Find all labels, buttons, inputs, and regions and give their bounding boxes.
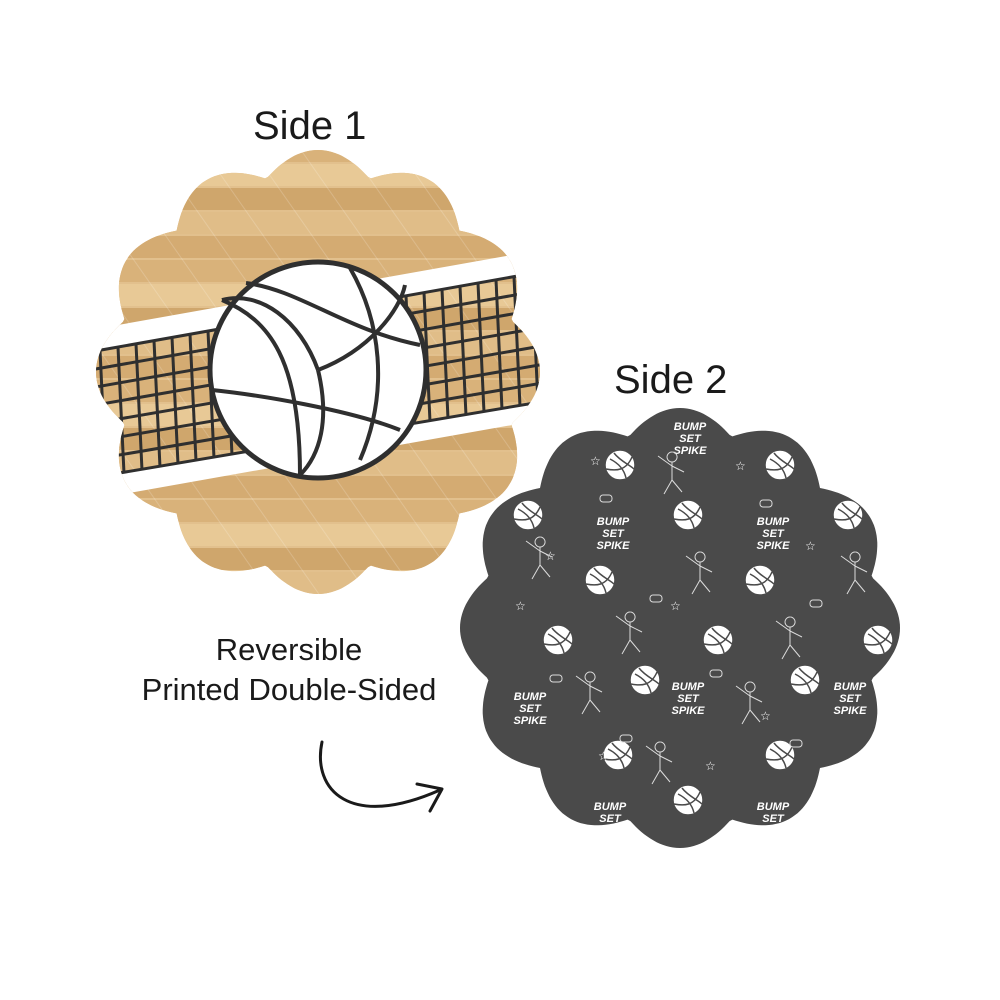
player-icon	[615, 611, 643, 655]
pattern-text: SET	[677, 693, 700, 705]
volleyball-icon	[604, 449, 636, 481]
volleyball-icon	[542, 624, 574, 656]
star-icon: ☆	[760, 709, 771, 723]
pattern-text: SPIKE	[756, 825, 790, 837]
player-icon	[775, 616, 803, 660]
player-icon	[735, 681, 763, 725]
pattern-text: SET	[762, 813, 785, 825]
whistle-icon	[619, 734, 633, 743]
volleyball-icon	[672, 784, 704, 816]
volleyball-icon	[744, 564, 776, 596]
pattern-text: SET	[762, 528, 785, 540]
pattern-text: SPIKE	[756, 540, 790, 552]
pattern-text: BUMP	[834, 681, 867, 693]
volleyball-icon	[602, 739, 634, 771]
pattern-text: SET	[602, 528, 625, 540]
volleyball-icon	[512, 499, 544, 531]
volleyball-icon	[764, 449, 796, 481]
pattern-text: SPIKE	[833, 705, 867, 717]
side2-title: Side 2	[614, 358, 728, 402]
pattern-text: SPIKE	[513, 715, 547, 727]
volleyball-icon	[629, 664, 661, 696]
caption: Reversible Printed Double-Sided	[104, 630, 474, 710]
whistle-icon	[759, 499, 773, 508]
pattern-text: BUMP	[597, 516, 630, 528]
pattern-text: SET	[599, 813, 622, 825]
star-icon: ☆	[590, 454, 601, 468]
player-icon	[657, 451, 685, 495]
whistle-icon	[649, 594, 663, 603]
pattern-text: SET	[679, 433, 702, 445]
volleyball-icon	[789, 664, 821, 696]
pattern-text: SET	[839, 693, 862, 705]
whistle-icon	[549, 674, 563, 683]
pattern-text: BUMP	[672, 681, 705, 693]
player-icon	[645, 741, 673, 785]
star-icon: ☆	[735, 459, 746, 473]
volleyball-icon	[672, 499, 704, 531]
pattern-text: BUMP	[757, 516, 790, 528]
caption-line2: Printed Double-Sided	[141, 672, 437, 707]
player-icon	[525, 536, 553, 580]
pattern-text: BUMP	[674, 421, 707, 433]
volleyball-icon	[584, 564, 616, 596]
caption-line1: Reversible	[215, 632, 363, 667]
whistle-icon	[789, 739, 803, 748]
side1-title: Side 1	[253, 104, 367, 148]
whistle-icon	[809, 599, 823, 608]
player-icon	[575, 671, 603, 715]
pattern-text: SPIKE	[673, 445, 707, 457]
pattern-text: BUMP	[594, 801, 627, 813]
star-icon: ☆	[860, 749, 871, 763]
star-icon: ☆	[598, 749, 609, 763]
whistle-icon	[599, 494, 613, 503]
pattern-text: SPIKE	[593, 825, 627, 837]
pattern-text: SET	[519, 703, 542, 715]
pattern-text: BUMP	[757, 801, 790, 813]
whistle-icon	[709, 669, 723, 678]
star-icon: ☆	[805, 539, 816, 553]
star-icon: ☆	[670, 599, 681, 613]
player-icon	[840, 551, 868, 595]
volleyball-icon	[764, 739, 796, 771]
player-icon	[685, 551, 713, 595]
volleyball-icon	[207, 259, 429, 481]
pattern-text: BUMP	[514, 691, 547, 703]
pattern-text: SPIKE	[671, 705, 705, 717]
volleyball-icon	[832, 499, 864, 531]
star-icon: ☆	[705, 759, 716, 773]
curved-arrow-icon	[319, 740, 444, 813]
side1-decoration	[96, 150, 540, 594]
volleyball-icon	[862, 624, 894, 656]
volleyball-icon	[702, 624, 734, 656]
star-icon: ☆	[515, 599, 526, 613]
pattern-text: SPIKE	[596, 540, 630, 552]
